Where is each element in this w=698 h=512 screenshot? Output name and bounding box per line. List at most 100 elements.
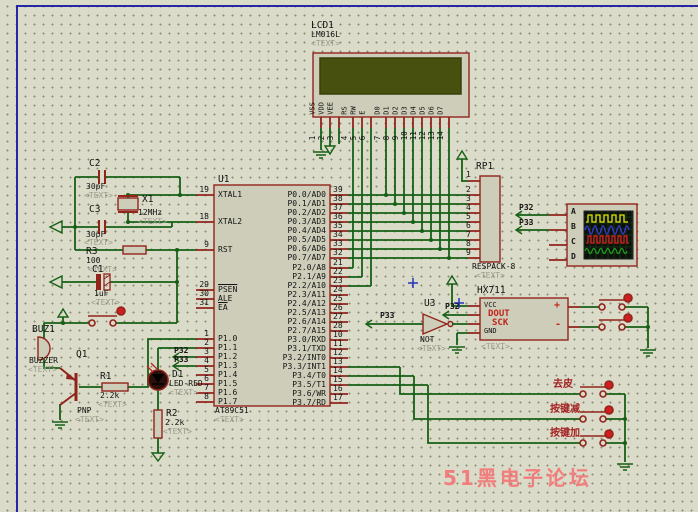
u1-pin-p05: P0.5/AD5 [287, 235, 326, 244]
u1-mcu-body[interactable] [213, 184, 331, 407]
u1-pin-p24: P2.4/A12 [287, 299, 326, 308]
r3-val: 100 [86, 256, 101, 265]
u1-num-9: 9 [204, 240, 209, 249]
d1-placeholder: <TEXT> [169, 388, 198, 397]
scope-waveforms [584, 214, 630, 255]
u1-pin-p13: P1.3 [218, 361, 238, 370]
c3-capacitor[interactable] [98, 220, 106, 234]
rp1-num-4: 4 [466, 203, 471, 212]
u1-pin-psen: PSEN [218, 285, 238, 294]
buzzer-wires [43, 322, 196, 420]
lcd-pin-d0: D0 [373, 106, 382, 115]
buz1-buzzer[interactable] [37, 336, 51, 361]
lcd-pin-vdd: VDD [317, 102, 326, 115]
lcd-val: LM016L [311, 30, 340, 39]
c1-val: 1uF [94, 289, 109, 298]
c2-capacitor[interactable] [98, 170, 106, 184]
r3-resistor[interactable] [122, 245, 147, 255]
u1-num-10: 10 [333, 330, 343, 339]
rp1-placeholder: <TEXT> [476, 271, 505, 280]
u1-num-25: 25 [333, 294, 343, 303]
lcd-pin-vee: VEE [326, 102, 335, 115]
loadcell-minus-actuator[interactable] [623, 313, 633, 323]
tare-button[interactable] [579, 380, 614, 398]
u1-pin-p20: P2.0/A8 [292, 263, 326, 272]
c1-capacitor[interactable] [96, 273, 111, 291]
rp1-respack-body[interactable] [479, 175, 501, 263]
u1-pin-p35: P3.5/T1 [292, 380, 326, 389]
net-label-p33-u1: P33 [174, 355, 189, 364]
u1-pin-p04: P0.4/AD4 [287, 226, 326, 235]
u1-num-17: 17 [333, 393, 343, 402]
hx711-pin-minus: - [555, 319, 562, 330]
u1-pin-p33: P3.3/INT1 [282, 362, 326, 371]
hx711-wires [443, 284, 468, 345]
forum-watermark: 51黑电子论坛 [443, 466, 592, 490]
u1-num-38: 38 [333, 194, 343, 203]
x1-crystal[interactable] [117, 197, 139, 211]
hx711-pin-vcc: VCC [484, 301, 497, 309]
lcd-num-13: 13 [426, 131, 436, 141]
q1-emitter-arrow [66, 373, 75, 380]
x1-ref: X1 [142, 194, 154, 205]
u1-num-1: 1 [204, 329, 209, 338]
u1-num-29: 29 [199, 280, 209, 289]
r1-resistor[interactable] [101, 382, 129, 392]
lcd-pin-rw: RW [349, 106, 358, 115]
d1-led[interactable] [146, 362, 169, 391]
ground-icon [449, 346, 465, 354]
hx711-body[interactable] [479, 297, 569, 341]
u1-pin-p30: P3.0/RXD [287, 335, 326, 344]
loadcell-plus-button[interactable] [598, 293, 633, 311]
c2-ref: C2 [89, 158, 101, 169]
u1-pin-p34: P3.4/T0 [292, 371, 326, 380]
hx711-ref: HX711 [477, 285, 506, 296]
tare-button-actuator[interactable] [604, 380, 614, 390]
u1-num-4: 4 [204, 356, 209, 365]
lcd-num-14: 14 [435, 131, 445, 141]
key-minus-actuator[interactable] [604, 405, 614, 415]
q1-ref: Q1 [76, 349, 88, 360]
c1-placeholder: <TEXT> [91, 298, 120, 307]
q1-transistor[interactable] [59, 367, 78, 406]
r2-placeholder: <TEXT> [163, 427, 192, 436]
loadcell-minus-button[interactable] [598, 313, 633, 331]
u1-num-5: 5 [204, 365, 209, 374]
u1-num-2: 2 [204, 338, 209, 347]
u1-val: AT89C51 [215, 406, 249, 415]
u3-not-gate[interactable] [422, 312, 449, 336]
lcd-num-8: 8 [381, 135, 391, 141]
r2-ref: R2 [166, 408, 178, 419]
net-arrow-icon [441, 310, 450, 320]
u1-num-15: 15 [333, 375, 343, 384]
d1-val: LED-RED [169, 379, 203, 388]
u1-num-6: 6 [204, 374, 209, 383]
u1-pin-p12: P1.2 [218, 352, 238, 361]
reset-button-actuator[interactable] [116, 306, 126, 316]
scope-ch-a: A [571, 207, 576, 216]
u1-pin-p15: P1.5 [218, 379, 238, 388]
p0-bus [348, 194, 468, 259]
lcd-num-2: 2 [316, 135, 326, 141]
reset-button[interactable] [88, 306, 126, 327]
key-minus-button[interactable] [579, 405, 614, 423]
rp1-num-1: 1 [466, 170, 471, 179]
capacitors [98, 170, 138, 234]
ground-icon [640, 349, 656, 357]
loadcell-plus-actuator[interactable] [623, 293, 633, 303]
lcd-screen [319, 57, 462, 95]
arrow-left-terminal-icon [48, 274, 63, 290]
u1-num-36: 36 [333, 212, 343, 221]
key-plus-actuator[interactable] [604, 429, 614, 439]
rp1-num-8: 8 [466, 239, 471, 248]
rp1-num-3: 3 [466, 194, 471, 203]
r2-resistor[interactable] [153, 409, 163, 439]
net-label-p33-scope: P33 [519, 218, 534, 227]
origin-markers [408, 278, 464, 308]
rp1-num-5: 5 [466, 212, 471, 221]
button-label-tare: 去皮 [553, 379, 573, 390]
lcd-ref: LCD1 [311, 20, 334, 31]
net-label-p32-scope: P32 [519, 203, 534, 212]
scope-trace-a-yellow [586, 214, 628, 223]
key-plus-button[interactable] [579, 429, 614, 447]
